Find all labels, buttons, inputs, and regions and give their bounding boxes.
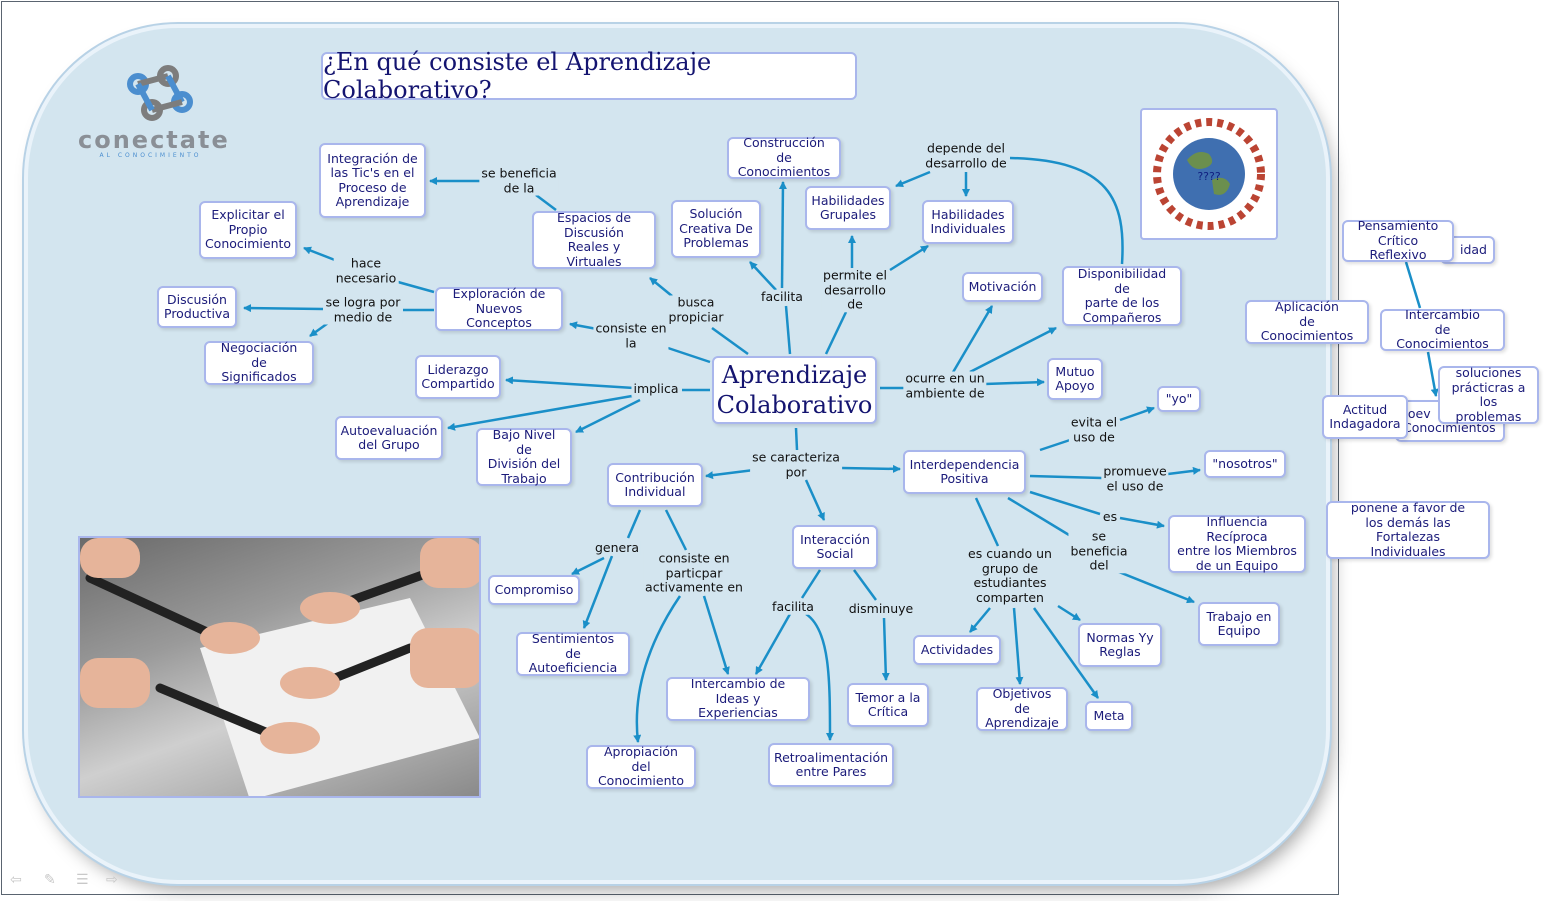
concept-espacios[interactable]: Espacios de Discusión Reales y Virtuales [532,210,656,269]
concept-habilidades-grupales[interactable]: Habilidades Grupales [805,186,891,230]
concept-aplicacion[interactable]: Aplicación de Conocimientos [1245,300,1369,344]
concept-habilidades-individuales[interactable]: Habilidades Individuales [922,200,1014,244]
concept-actitud-indagadora[interactable]: Actitud Indagadora [1322,395,1408,439]
link-facilita-bottom: facilita [770,598,816,615]
globe-people-image: ???? [1140,108,1278,240]
logo-subtitle: AL CONOCIMIENTO [99,152,202,159]
concept-sentimientos[interactable]: Sentimientos de Autoeficiencia [516,632,630,676]
link-evita: evita el uso de [1068,414,1120,445]
concept-construccion[interactable]: Construcción de Conocimientos [727,136,841,179]
link-se-beneficia-del: se beneficia del [1068,528,1130,573]
concept-negociacion[interactable]: Negociación de Significados [204,341,314,385]
concept-exploracion[interactable]: Exploración de Nuevos Conceptos [435,287,563,331]
link-ocurre: ocurre en un ambiente de [903,370,987,401]
link-es: es [1100,508,1120,525]
logo-rings-icon [127,65,193,121]
globe-icon: ???? [1153,118,1265,230]
link-consiste-en-la: consiste en la [593,320,669,351]
concept-intercambio-ideas[interactable]: Intercambio de Ideas y Experiencias [666,677,810,721]
link-se-logra: se logra por medio de [323,294,403,325]
concept-disponibilidad[interactable]: Disponibilidad de parte de los Compañero… [1062,266,1182,326]
concept-motivacion[interactable]: Motivación [962,272,1043,302]
logo-text: conectate [78,126,230,154]
link-permite: permite el desarrollo de [821,267,889,312]
concept-integracion[interactable]: Integración de las Tic's en el Proceso d… [319,143,426,218]
link-genera: genera [592,539,642,556]
concept-solucion[interactable]: Solución Creativa De Problemas [671,200,761,258]
concept-explicitar[interactable]: Explicitar el Propio Conocimiento [199,201,297,259]
link-disminuye: disminuye [846,600,916,617]
link-se-beneficia-de-la: se beneficia de la [479,165,559,196]
conectate-logo: conectate AL CONOCIMIENTO [78,62,230,162]
concept-meta[interactable]: Meta [1085,701,1133,731]
link-implica: implica [631,380,681,397]
concept-normas[interactable]: Normas Yy Reglas [1078,623,1162,667]
concept-interaccion[interactable]: Interacción Social [792,525,878,569]
concept-apropiacion[interactable]: Apropiación del Conocimiento [586,745,696,789]
prev-slide-icon[interactable]: ⇦ [10,872,22,888]
concept-contribucion[interactable]: Contribución Individual [607,463,703,507]
hands-pens-image [80,538,479,796]
concept-discusion[interactable]: Discusión Productiva [157,286,237,328]
concept-ponene[interactable]: ponene a favor de los demás las Fortalez… [1326,500,1490,559]
concept-soluciones[interactable]: soluciones prácticras a los problemas [1438,365,1539,424]
concept-yo[interactable]: "yo" [1157,386,1201,412]
pen-icon[interactable]: ✎ [44,872,56,888]
link-consiste-participar: consiste en particpar activamente en [643,550,745,595]
link-hace-necesario: hace necesario [333,255,399,286]
concept-actividades[interactable]: Actividades [913,635,1001,665]
link-depende: depende del desarrollo de [923,140,1009,171]
next-slide-icon[interactable]: ⇨ [106,872,118,888]
concept-mutuo-apoyo[interactable]: Mutuo Apoyo [1047,358,1103,400]
concept-retroalimentacion[interactable]: Retroalimentación entre Pares [768,743,894,787]
concept-temor[interactable]: Temor a la Crítica [847,683,929,727]
concept-trabajo-equipo[interactable]: Trabajo en Equipo [1198,602,1280,646]
central-concept[interactable]: Aprendizaje Colaborativo [712,356,877,424]
concept-influencia[interactable]: Influencia Recíproca entre los Miembros … [1168,514,1306,573]
link-busca-propiciar: busca propiciar [666,294,726,325]
concept-autoevaluacion[interactable]: Autoevaluación del Grupo [335,416,443,460]
concept-pensamiento-critico[interactable]: Pensamiento Crítico Reflexivo [1342,219,1454,262]
link-es-cuando: es cuando un grupo de estudiantes compar… [966,546,1054,605]
link-facilita-top: facilita [759,288,805,305]
concept-interdependencia[interactable]: Interdependencia Positiva [903,450,1026,494]
concept-intercambio-conocimientos[interactable]: Intercambio de Conocimientos [1380,308,1505,351]
concept-nosotros[interactable]: "nosotros" [1204,450,1286,478]
globe-caption: ???? [1197,170,1221,183]
link-promueve: promueve el uso de [1101,463,1169,494]
slide-frame [1,1,1339,895]
page-title: ¿En qué consiste el Aprendizaje Colabora… [321,48,857,104]
concept-compromiso[interactable]: Compromiso [488,575,580,605]
menu-icon[interactable]: ☰ [76,872,89,888]
concept-bajo-nivel[interactable]: Bajo Nivel de División del Trabajo [476,427,572,486]
hands-writing-photo [78,536,481,798]
concept-liderazgo[interactable]: Liderazgo Compartido [415,355,501,399]
link-se-caracteriza: se caracteriza por [750,449,842,480]
concept-objetivos[interactable]: Objetivos de Aprendizaje [976,687,1068,731]
